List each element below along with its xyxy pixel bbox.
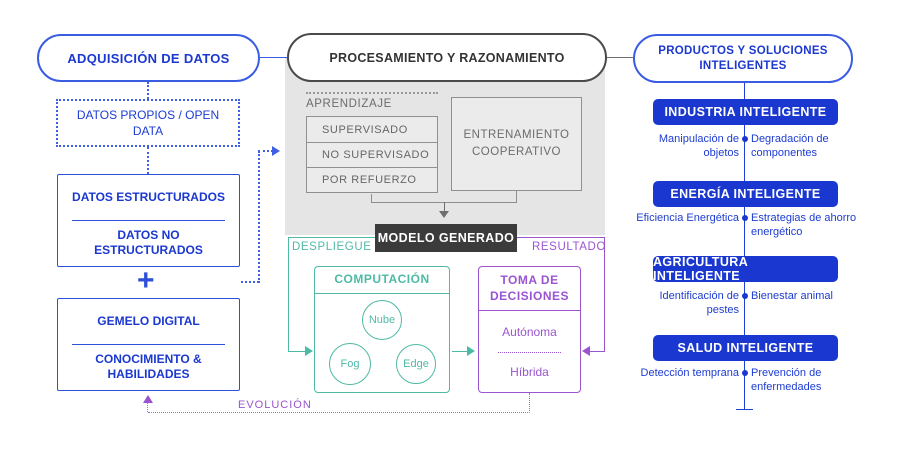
item-right: Prevención de enfermedades [751, 367, 822, 394]
open-data-box: DATOS PROPIOS / OPEN DATA [56, 99, 240, 147]
result-rail-in [590, 351, 605, 352]
section-items-energia: Eficiencia Energética Estrategias de aho… [633, 211, 857, 240]
node-nube: Nube [362, 300, 402, 340]
node-fog: Fog [329, 343, 371, 385]
knowledge-skills-label: CONOCIMIENTO & HABILIDADES [95, 351, 202, 382]
section-label: ENERGÍA INTELIGENTE [670, 187, 821, 201]
item-left: Eficiencia Energética [636, 212, 739, 224]
line-pill-to-opendata [147, 82, 149, 99]
evolution-label: EVOLUCIÓN [238, 399, 312, 411]
line-data-to-processing-h2 [258, 150, 273, 152]
decisions-box: TOMA DE DECISIONES Autónoma Híbrida [478, 266, 581, 393]
section-items-agricultura: Identificación de pestes Bienestar anima… [633, 289, 857, 318]
evolution-v-right [529, 393, 530, 413]
arrow-up-icon [143, 395, 153, 403]
decisions-title: TOMA DE DECISIONES [489, 272, 569, 303]
bullet-icon [742, 293, 748, 299]
box-divider [72, 219, 225, 221]
cooperative-training-label: ENTRENAMIENTO COOPERATIVO [463, 128, 570, 158]
item-left: Manipulación de objetos [658, 133, 739, 160]
processing-title: PROCESAMIENTO Y RAZONAMIENTO [329, 50, 565, 65]
section-items-salud: Detección temprana Prevención de enferme… [633, 366, 857, 395]
section-label: SALUD INTELIGENTE [677, 341, 814, 355]
option-autonoma: Autónoma [502, 325, 557, 339]
line-opendata-to-data [147, 147, 149, 174]
section-label: INDUSTRIA INTELIGENTE [664, 105, 827, 119]
arrow-right-icon [467, 346, 475, 356]
generated-model-label: MODELO GENERADO [377, 231, 515, 245]
node-nube-label: Nube [368, 314, 396, 326]
bullet-icon [742, 215, 748, 221]
evolution-v-left [147, 402, 148, 412]
evolution-h [148, 412, 530, 413]
deploy-rail-h [288, 237, 375, 238]
item-left: Detección temprana [640, 367, 739, 379]
line-data-to-processing-v [258, 151, 260, 283]
unstructured-data-label: DATOS NO ESTRUCTURADOS [94, 227, 203, 258]
digital-twin-box: GEMELO DIGITAL CONOCIMIENTO & HABILIDADE… [57, 298, 240, 391]
plus-sign: + [137, 264, 155, 297]
open-data-label: DATOS PROPIOS / OPEN DATA [76, 107, 220, 138]
learning-dotted-rule [306, 92, 438, 94]
structured-data-label: DATOS ESTRUCTURADOS [72, 189, 225, 204]
products-pill: PRODUCTOS Y SOLUCIONES INTELIGENTES [633, 34, 853, 83]
generated-model-box: MODELO GENERADO [375, 224, 517, 252]
learning-item-unsupervised: NO SUPERVISADO [307, 142, 437, 167]
arrow-down-icon [439, 211, 449, 218]
box-divider [72, 343, 225, 345]
learning-methods-box: SUPERVISADO NO SUPERVISADO POR REFUERZO [306, 116, 438, 193]
section-bar-industria: INDUSTRIA INTELIGENTE [653, 99, 838, 125]
connector-acquisition-processing [260, 57, 287, 58]
digital-twin-label: GEMELO DIGITAL [97, 313, 200, 328]
deploy-label: DESPLIEGUE [292, 241, 372, 253]
computation-title: COMPUTACIÓN [315, 267, 449, 294]
result-label: RESULTADO [532, 241, 606, 253]
stub-learning [371, 194, 372, 203]
products-title: PRODUCTOS Y SOLUCIONES INTELIGENTES [658, 44, 828, 72]
node-fog-label: Fog [340, 358, 360, 370]
result-rail-v [604, 237, 605, 352]
deploy-rail-in [288, 351, 306, 352]
acquisition-pill: ADQUISICIÓN DE DATOS [37, 34, 260, 82]
learning-label: APRENDIZAJE [306, 98, 392, 110]
bullet-icon [742, 370, 748, 376]
item-right: Estrategias de ahorro energético [751, 212, 857, 239]
deploy-rail-v [288, 237, 289, 352]
section-label: AGRICULTURA INTELIGENTE [653, 255, 748, 283]
item-left: Identificación de pestes [659, 290, 740, 317]
arrow-right-icon [272, 146, 280, 156]
section-bar-salud: SALUD INTELIGENTE [653, 335, 838, 361]
cooperative-training-box: ENTRENAMIENTO COOPERATIVO [451, 97, 582, 191]
decisions-dotted-divider [498, 352, 561, 353]
bullet-icon [742, 136, 748, 142]
stem-to-model [444, 202, 445, 211]
section-items-industria: Manipulación de objetos Degradación de c… [633, 132, 857, 161]
acquisition-title: ADQUISICIÓN DE DATOS [67, 50, 230, 66]
line-data-to-processing-h1 [241, 281, 259, 283]
connector-processing-products [607, 57, 633, 58]
processing-pill: PROCESAMIENTO Y RAZONAMIENTO [287, 33, 607, 82]
section-bar-energia: ENERGÍA INTELIGENTE [653, 181, 838, 207]
arrow-right-icon [305, 346, 313, 356]
option-hibrida: Híbrida [510, 365, 549, 379]
section-bar-agricultura: AGRICULTURA INTELIGENTE [653, 255, 838, 283]
products-spine [744, 83, 745, 410]
arrow-left-icon [582, 346, 590, 356]
stub-cooperative [516, 191, 517, 203]
computation-to-decisions-line [452, 351, 468, 352]
learning-item-supervised: SUPERVISADO [322, 123, 408, 136]
node-edge-label: Edge [403, 358, 429, 370]
products-spine-endcap [736, 409, 753, 410]
result-rail-h [517, 237, 605, 238]
item-right: Bienestar animal [751, 290, 833, 302]
structured-data-box: DATOS ESTRUCTURADOS DATOS NO ESTRUCTURAD… [57, 174, 240, 267]
item-right: Degradación de componentes [751, 133, 829, 160]
node-edge: Edge [396, 344, 436, 384]
learning-item-reinforcement: POR REFUERZO [307, 167, 437, 192]
